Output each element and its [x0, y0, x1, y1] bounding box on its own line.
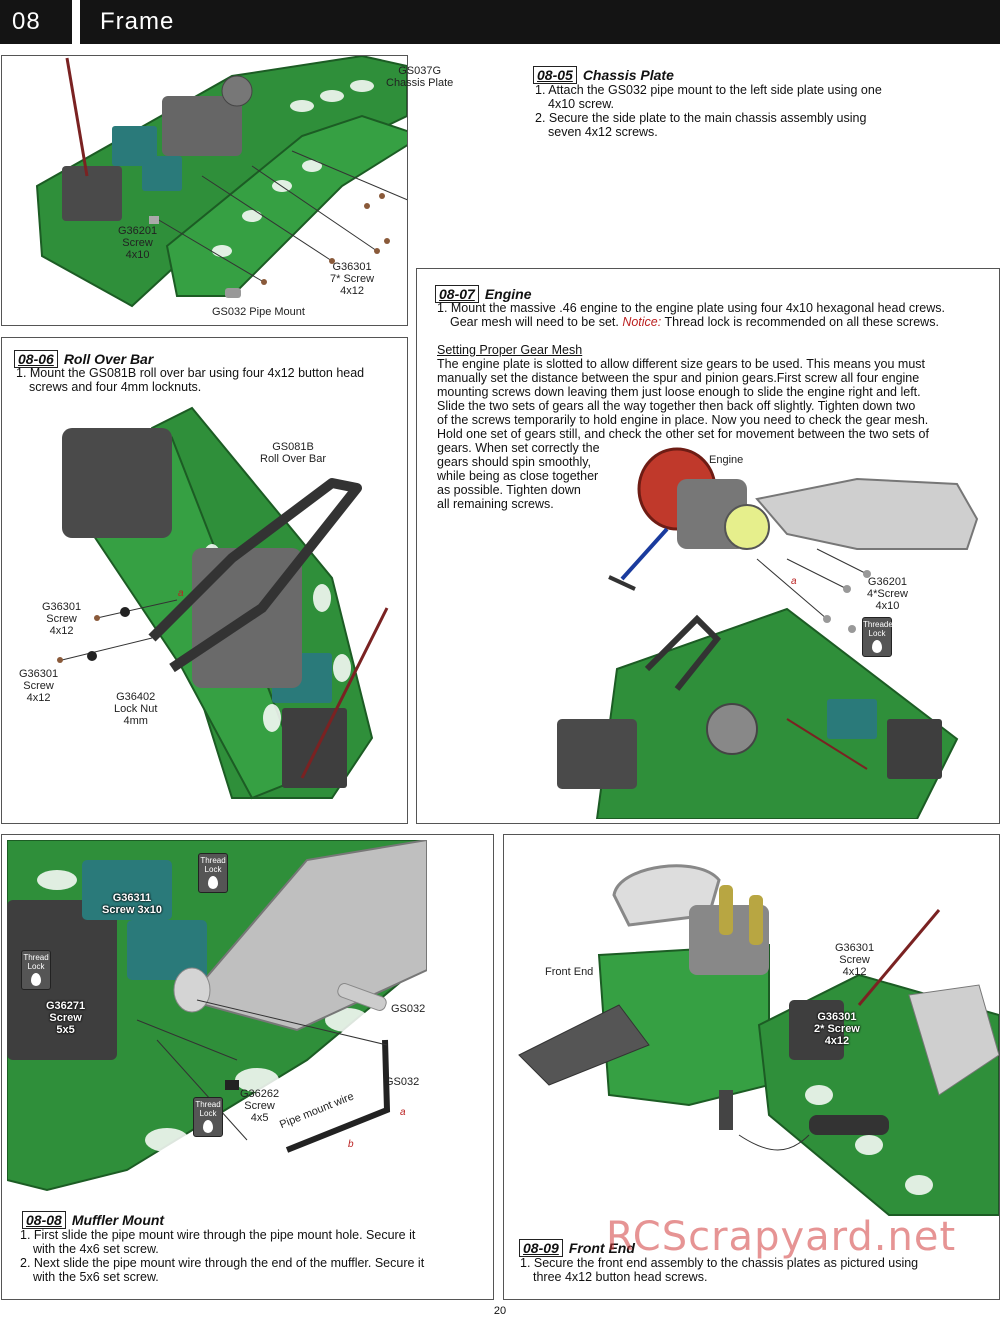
label-gs032-lower: GS032 — [385, 1076, 420, 1088]
step-0808-heading: 08-08 Muffler Mount — [22, 1211, 164, 1229]
gear-mesh-subheading: Setting Proper Gear Mesh — [437, 343, 583, 357]
watermark: RCScrapyard.net — [606, 1214, 957, 1260]
step-number: 08-07 — [435, 285, 479, 303]
engine-illustration — [557, 447, 979, 819]
step-0806-instructions: 1. Mount the GS081B roll over bar using … — [16, 366, 365, 394]
step-number: 08-09 — [519, 1239, 563, 1257]
step-0808-instructions: 1. First slide the pipe mount wire throu… — [20, 1228, 425, 1284]
step-number: 08-05 — [533, 66, 577, 84]
step-0809-instructions: 1. Secure the front end assembly to the … — [520, 1256, 919, 1284]
callout-a: a — [178, 588, 184, 599]
page-number: 20 — [493, 1305, 507, 1317]
step-0807-heading: 08-07 Engine — [435, 285, 531, 303]
front-end-illustration — [518, 864, 999, 1216]
chassis-plate-illustration — [35, 56, 407, 308]
step-0805-heading: 08-05 Chassis Plate — [533, 66, 674, 84]
step-0806-heading: 08-06 Roll Over Bar — [14, 350, 153, 368]
step-title: Front End — [568, 1240, 635, 1256]
gear-mesh-paragraph: The engine plate is slotted to allow dif… — [437, 357, 929, 511]
label-gs032-pipe-mount: GS032 Pipe Mount — [212, 306, 305, 318]
step-title: Roll Over Bar — [63, 351, 154, 367]
step-0809-heading: 08-09 Front End — [519, 1239, 635, 1257]
notice-label: Notice: — [622, 315, 662, 329]
callout-b: b — [348, 1139, 354, 1150]
callout-a: a — [791, 576, 797, 587]
step-number: 08-08 — [22, 1211, 66, 1229]
step-title: Chassis Plate — [582, 67, 674, 83]
label-gs032-upper: GS032 — [391, 1003, 426, 1015]
label-engine: Engine — [709, 454, 744, 466]
step-0805-instructions: 1. Attach the GS032 pipe mount to the le… — [535, 83, 882, 139]
muffler-mount-illustration — [7, 840, 427, 1192]
step-0807-instructions: 1. Mount the massive .46 engine to the e… — [437, 301, 945, 329]
label-front-end: Front End — [545, 966, 594, 978]
roll-over-bar-illustration — [57, 406, 389, 800]
step-title: Muffler Mount — [71, 1212, 165, 1228]
section-number: 08 — [0, 0, 72, 44]
section-title: Frame — [80, 0, 1000, 44]
callout-a: a — [400, 1107, 406, 1118]
step-number: 08-06 — [14, 350, 58, 368]
step-title: Engine — [484, 286, 532, 302]
